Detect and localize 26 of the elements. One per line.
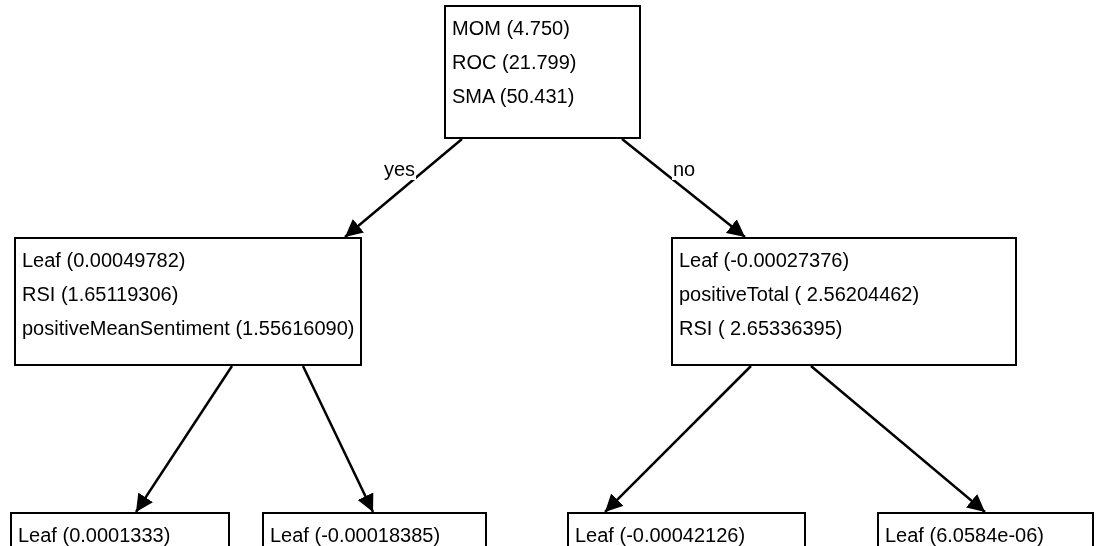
leaf-box (10, 512, 230, 546)
node-text: RSI ( 2.65336395) (679, 316, 844, 341)
node-text: positiveTotal ( 2.56204462) (679, 282, 921, 307)
arrow (621, 138, 746, 238)
node-text: Leaf (0.00049782) (22, 248, 187, 273)
node-text: Leaf (6.0584e-06) (885, 523, 1045, 546)
arrow (301, 365, 375, 513)
arrow (810, 365, 986, 513)
node-text: Leaf (-0.00018385) (270, 523, 442, 546)
leaf-box (262, 512, 487, 546)
arrow (604, 365, 752, 513)
node-text: SMA (50.431) (452, 84, 576, 109)
leaf-box (877, 512, 1094, 546)
node-text: MOM (4.750) (452, 16, 571, 41)
node-text: Leaf (0.0001333) (18, 523, 172, 546)
node-text: ROC (21.799) (452, 50, 578, 75)
arrow (134, 365, 234, 513)
split-box (671, 237, 1017, 366)
node-text: Leaf (-0.00042126) (575, 523, 747, 546)
node-text: Leaf (-0.00027376) (679, 248, 851, 273)
arrow (344, 138, 463, 238)
split-box (444, 5, 641, 139)
node-text: RSI (1.65119306) (22, 282, 180, 307)
split-box (14, 237, 362, 366)
node-text: positiveMeanSentiment (1.55616090) (22, 316, 354, 341)
leaf-box (567, 512, 806, 546)
